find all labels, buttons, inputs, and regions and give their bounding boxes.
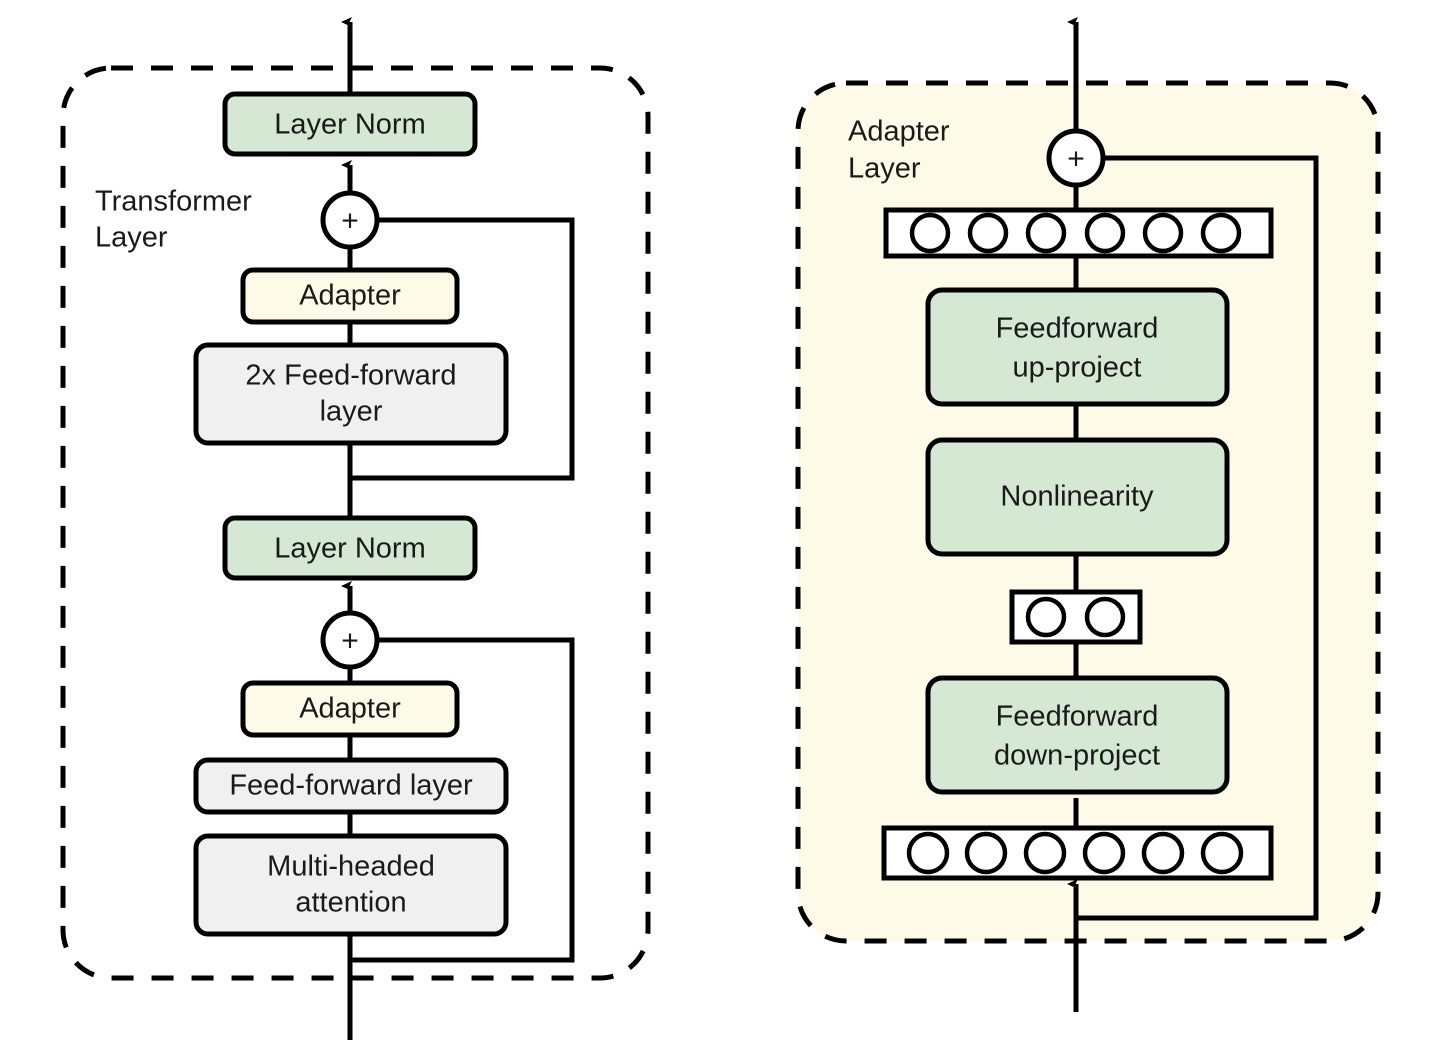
adapter-bottom-box[interactable]	[240, 680, 460, 738]
adapter-layer-title-line2: Layer	[848, 153, 921, 185]
neuron-circle	[909, 212, 951, 254]
block-neurons-bottleneck[interactable]	[1009, 589, 1143, 645]
block-neurons-output[interactable]	[883, 207, 1274, 259]
block-neurons-input[interactable]	[881, 825, 1274, 881]
add-bottom-circle[interactable]	[320, 610, 380, 670]
feed-forward-layer-box[interactable]	[193, 757, 509, 815]
feed-forward-2x-label-line2: layer	[320, 396, 383, 428]
layer-norm-top-box[interactable]	[222, 91, 478, 157]
neuron-circle	[1141, 831, 1185, 875]
multi-headed-attention-box[interactable]	[193, 833, 509, 937]
add-bottom-plus-icon: +	[341, 625, 359, 658]
neuron-circle	[1082, 831, 1126, 875]
right-residual-connection	[1076, 155, 1319, 921]
block-add-bottom[interactable]: +	[320, 610, 380, 670]
block-layer-norm-top[interactable]: Layer Norm	[222, 91, 478, 157]
block-layer-norm-bottom[interactable]: Layer Norm	[222, 515, 478, 581]
add-adapter-circle[interactable]	[1046, 128, 1106, 188]
feedforward-up-project-label-line2: up-project	[1013, 352, 1142, 384]
left-residual-bottom	[350, 637, 575, 963]
adapter-layer-title-line1: Adapter	[848, 116, 950, 148]
layer-norm-bottom-label: Layer Norm	[274, 533, 426, 565]
block-add-adapter[interactable]: +	[1046, 128, 1106, 188]
feed-forward-2x-label-line1: 2x Feed-forward	[245, 360, 456, 392]
layer-norm-bottom-box[interactable]	[222, 515, 478, 581]
block-adapter-bottom[interactable]: Adapter	[240, 680, 460, 738]
neuron-circle	[906, 831, 950, 875]
neuron-circle	[1025, 212, 1067, 254]
neuron-circle	[1023, 831, 1067, 875]
neuron-circle	[1025, 596, 1067, 638]
block-add-top[interactable]: +	[320, 190, 380, 250]
feedforward-down-project-box[interactable]	[925, 675, 1230, 795]
neuron-circle	[1084, 596, 1126, 638]
feed-forward-layer-label: Feed-forward layer	[229, 770, 473, 802]
feedforward-up-project-box[interactable]	[925, 287, 1230, 407]
block-adapter-top[interactable]: Adapter	[240, 267, 460, 325]
add-top-plus-icon: +	[341, 205, 359, 238]
block-nonlinearity[interactable]: Nonlinearity	[925, 437, 1230, 557]
transformer-layer-title-line1: Transformer	[95, 186, 252, 218]
transformer-layer-panel: Transformer Layer Layer Norm	[60, 17, 651, 1040]
multi-headed-attention-label-line2: attention	[295, 887, 406, 919]
neuron-circle	[1200, 212, 1242, 254]
feedforward-down-project-label-line1: Feedforward	[996, 701, 1159, 733]
add-top-circle[interactable]	[320, 190, 380, 250]
adapter-top-box[interactable]	[240, 267, 460, 325]
block-feed-forward-layer[interactable]: Feed-forward layer	[193, 757, 509, 815]
add-adapter-plus-icon: +	[1067, 143, 1085, 176]
neuron-circle	[967, 212, 1009, 254]
nonlinearity-label: Nonlinearity	[1000, 481, 1154, 513]
block-feedforward-down-project[interactable]: Feedforward down-project	[925, 675, 1230, 795]
neuron-circle	[1200, 831, 1244, 875]
multi-headed-attention-label-line1: Multi-headed	[267, 851, 435, 883]
block-multi-headed-attention[interactable]: Multi-headed attention	[193, 833, 509, 937]
feedforward-up-project-label-line1: Feedforward	[996, 313, 1159, 345]
feedforward-down-project-label-line2: down-project	[994, 740, 1160, 772]
neuron-circle	[1084, 212, 1126, 254]
nonlinearity-box[interactable]	[925, 437, 1230, 557]
neuron-circle	[1142, 212, 1184, 254]
block-feedforward-up-project[interactable]: Feedforward up-project	[925, 287, 1230, 407]
adapter-layer-panel: Adapter Layer +	[795, 17, 1381, 1012]
adapter-top-label: Adapter	[299, 280, 401, 312]
neuron-circle	[964, 831, 1008, 875]
feed-forward-2x-box[interactable]	[193, 342, 509, 446]
adapter-bottom-label: Adapter	[299, 693, 401, 725]
transformer-layer-title-line2: Layer	[95, 222, 168, 254]
block-feed-forward-2x[interactable]: 2x Feed-forward layer	[193, 342, 509, 446]
layer-norm-top-label: Layer Norm	[274, 109, 426, 141]
left-residual-top	[350, 217, 575, 481]
